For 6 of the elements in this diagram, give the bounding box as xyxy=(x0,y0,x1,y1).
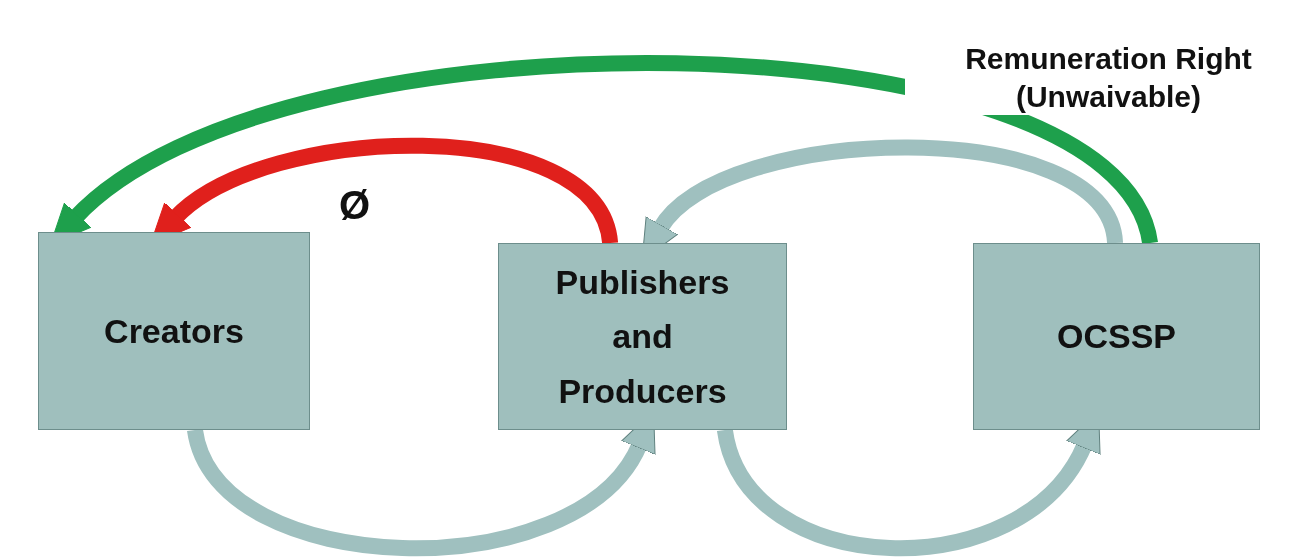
box-label: Publishers and Producers xyxy=(554,261,731,412)
box-label: OCSSP xyxy=(1055,316,1177,358)
process-box xyxy=(498,243,787,430)
process-box xyxy=(38,232,310,430)
box-label: Creators xyxy=(103,310,245,352)
process-box xyxy=(973,243,1260,430)
